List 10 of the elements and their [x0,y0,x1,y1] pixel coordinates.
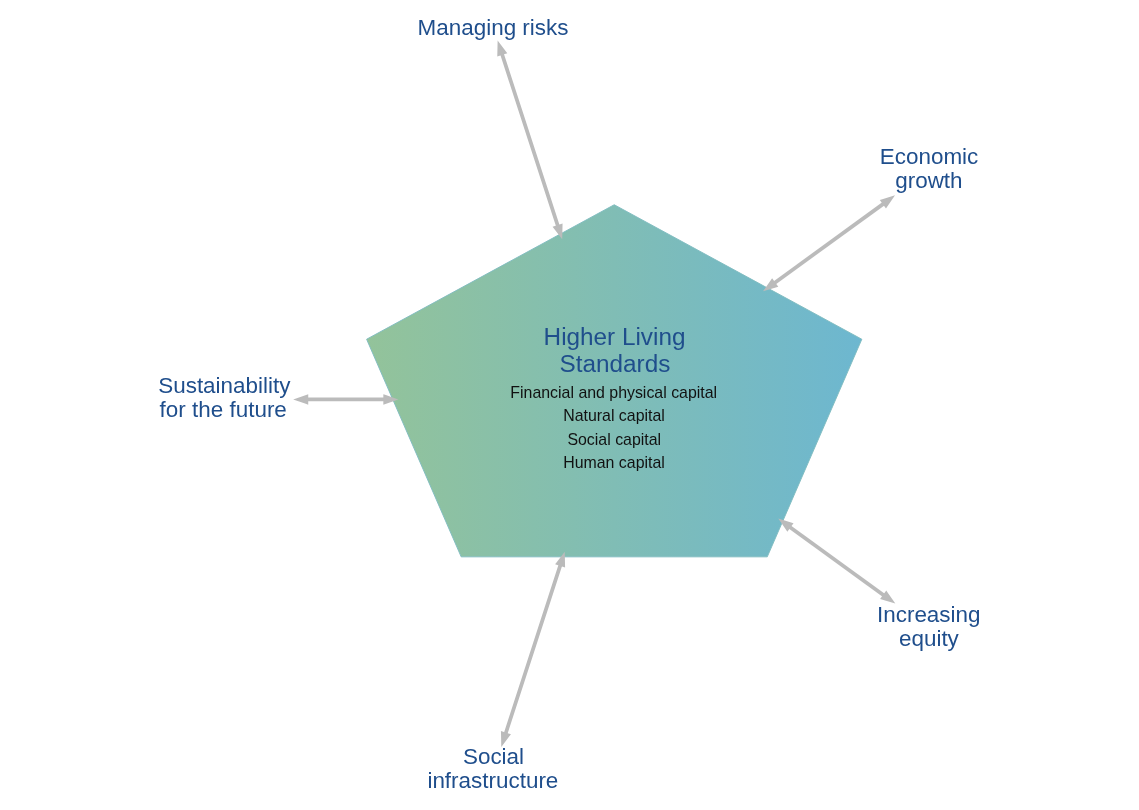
arrow [500,551,565,747]
node-text: Sustainability for the future [157,373,290,423]
arrow [762,195,895,292]
node-text: Increasing equity [876,602,981,652]
node-text: Managing risks [417,14,568,40]
arrow [496,40,563,240]
arrow [292,394,398,405]
node-text: Economic growth [879,144,978,194]
arrow [777,518,895,604]
node-text: Social infrastructure [426,743,558,793]
